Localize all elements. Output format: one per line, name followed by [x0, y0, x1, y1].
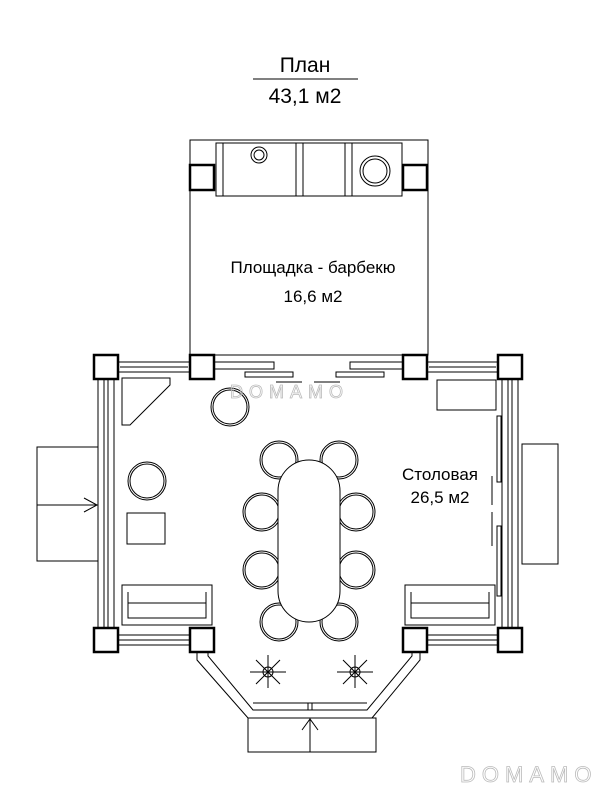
armchair: [127, 461, 167, 501]
cabinet: [436, 379, 497, 411]
dining-table: [277, 459, 341, 623]
dining-room-name: Столовая: [402, 465, 478, 484]
coffee-table: [126, 512, 166, 545]
grill-icon: [359, 155, 391, 187]
corner-cabinet: [121, 377, 171, 426]
bbq-room-name: Площадка - барбекю: [231, 258, 396, 277]
bbq-room-area: 16,6 м2: [284, 287, 343, 306]
sofa-right: [404, 584, 496, 626]
watermark-corner: DOMAMO: [460, 762, 597, 787]
armchair: [210, 387, 250, 427]
plan-total-area: 43,1 м2: [269, 85, 342, 108]
sofa-left: [121, 584, 213, 626]
plant-icon: [250, 655, 286, 688]
steps: [36, 443, 559, 753]
furniture: [121, 377, 497, 688]
sink-icon: [250, 146, 268, 164]
plant-icon: [337, 655, 373, 688]
bbq-area: Площадка - барбекю 16,6 м2: [188, 139, 429, 356]
grill-counter: [215, 142, 403, 197]
plan-title: План: [280, 54, 331, 77]
watermark: DOMAMO: [230, 382, 349, 402]
posts: [92, 353, 524, 654]
dining-room-area: 26,5 м2: [411, 488, 470, 507]
